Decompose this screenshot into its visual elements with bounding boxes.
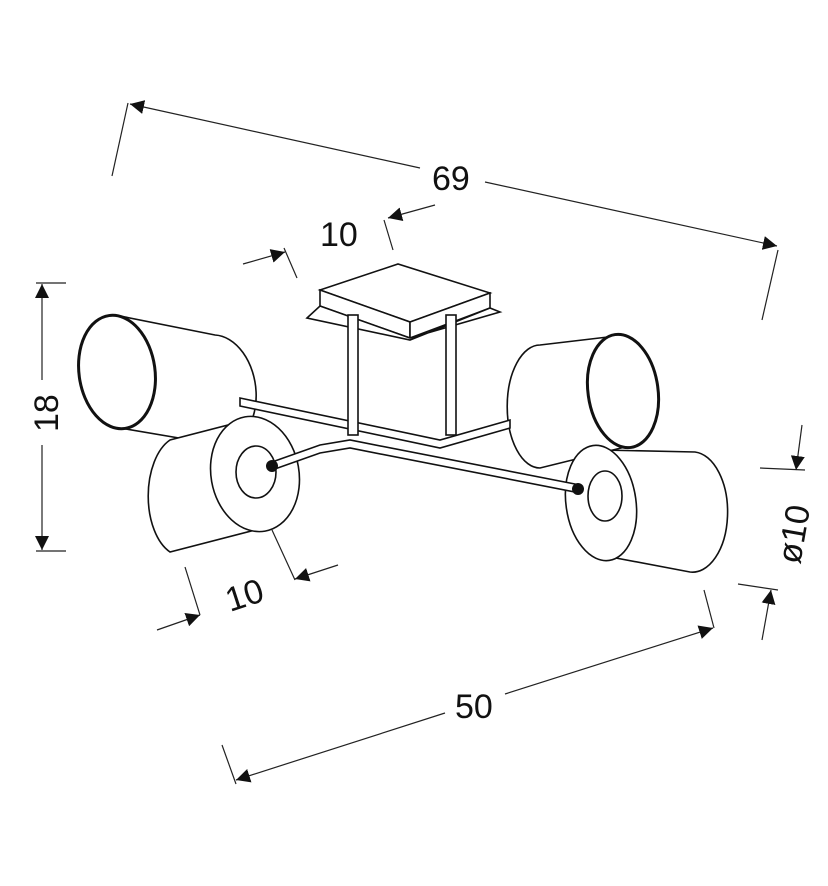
dimension-label-69: 69 (432, 160, 470, 198)
shade-front-right (564, 444, 729, 573)
arm-back (239, 397, 511, 449)
dimension-18: 18 (28, 282, 66, 552)
shade-back-left (77, 313, 257, 446)
shade-front-left (147, 415, 301, 553)
dimension-diameter: ø10 (737, 424, 818, 641)
socket-right (572, 483, 584, 495)
shade-back-right (506, 332, 661, 469)
socket-left (266, 460, 278, 472)
dimension-label-canopy: 10 (320, 216, 358, 254)
canopy (305, 263, 503, 436)
dimension-69: 69 (111, 100, 779, 321)
dimension-label-diameter: ø10 (770, 502, 818, 566)
dimension-label-shade-length: 10 (221, 572, 269, 620)
dimension-label-18: 18 (28, 394, 66, 432)
dimension-50: 50 (221, 589, 715, 785)
dimension-canopy-10: 10 (242, 204, 436, 279)
dimension-label-50: 50 (455, 688, 493, 726)
lamp-illustration (77, 263, 729, 573)
